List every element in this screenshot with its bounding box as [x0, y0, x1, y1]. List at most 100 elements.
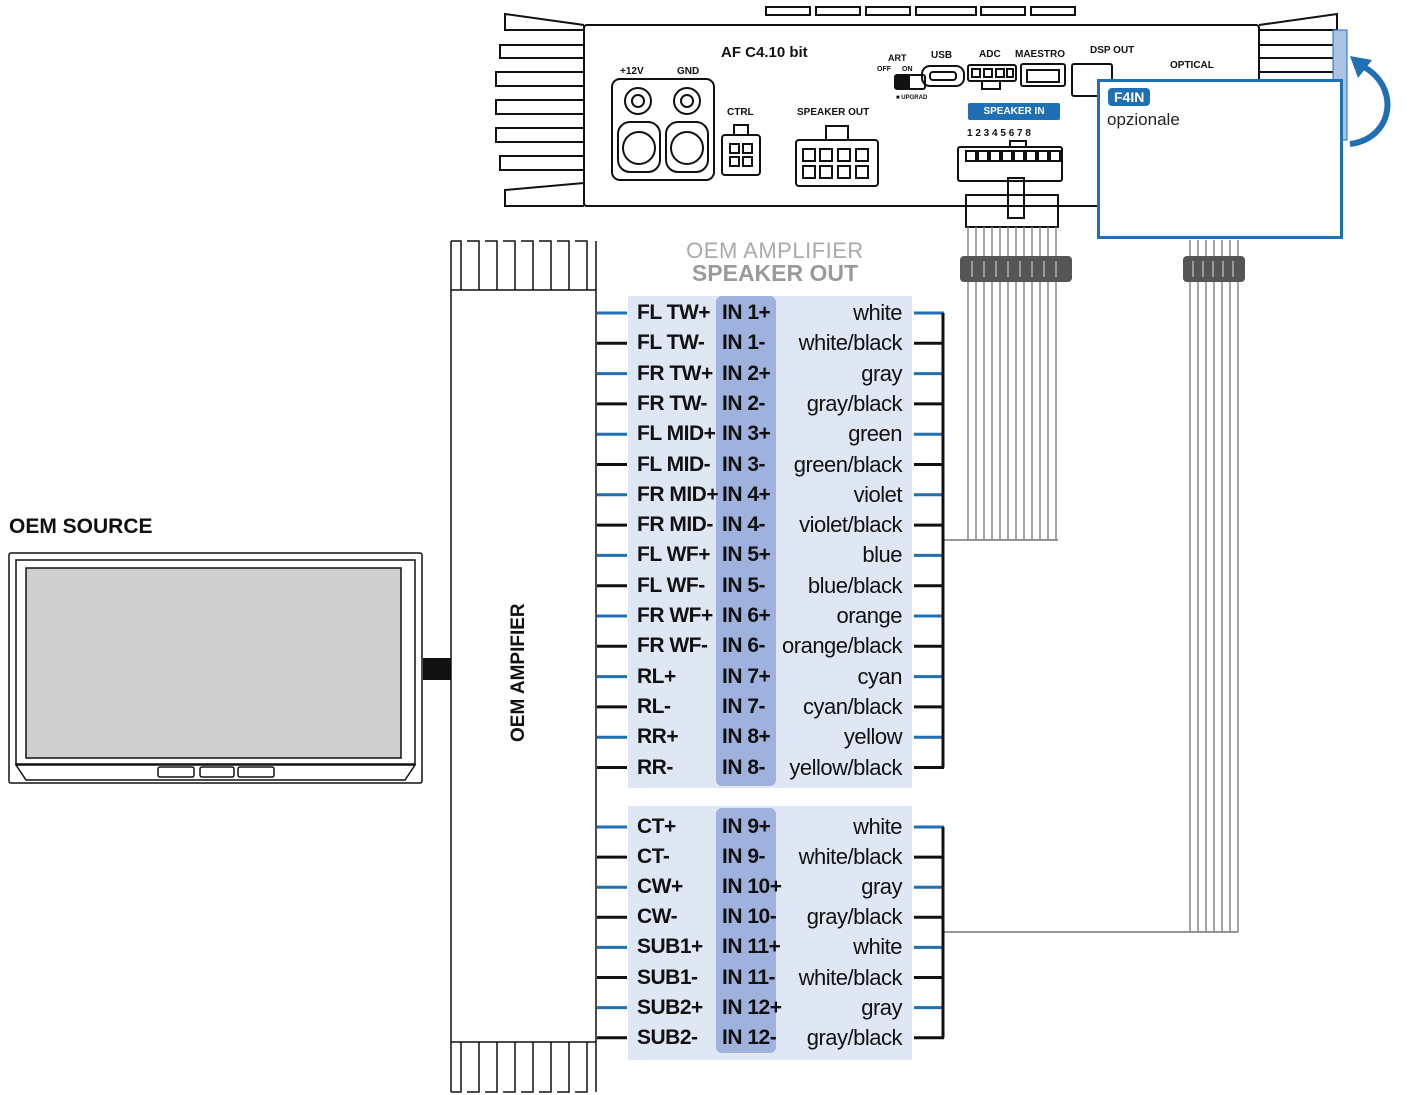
input-label: IN 2- [722, 391, 766, 415]
label-off: OFF [877, 66, 892, 73]
signal-label: SUB2- [637, 1025, 698, 1049]
label-art: ART [888, 53, 907, 63]
signal-label: FL MID+ [637, 422, 716, 446]
input-label: IN 3+ [722, 422, 771, 446]
wiring-row: FR MID+IN 4+violet [0, 480, 1409, 510]
wire-color-label: green [848, 421, 902, 447]
wire-color-label: white [853, 814, 902, 839]
f4in-badge: F4IN [1108, 88, 1151, 106]
signal-label: RR- [637, 755, 673, 779]
signal-label: FL WF+ [637, 543, 711, 567]
wire-color-label: white/black [798, 964, 903, 990]
oem-amp-out-title-1: OEM AMPLIFIER [686, 238, 864, 263]
label-adc: ADC [979, 49, 1001, 60]
input-label: IN 10- [722, 905, 777, 929]
signal-label: RR+ [637, 725, 679, 749]
wire-color-label: blue [862, 542, 902, 568]
input-label: IN 12+ [722, 995, 782, 1019]
input-label: IN 12- [722, 1025, 777, 1049]
input-label: IN 1- [722, 331, 766, 355]
signal-label: SUB1+ [637, 935, 703, 959]
input-label: IN 9- [722, 845, 766, 869]
wiring-row: FR MID-IN 4-violet/black [0, 510, 1409, 540]
input-label: IN 5+ [722, 543, 771, 567]
input-label: IN 1+ [722, 301, 771, 324]
wiring-row: FL TW+ IN 1+ white [0, 298, 1409, 328]
label-ctrl: CTRL [727, 107, 754, 118]
label-on: ON [902, 66, 913, 73]
signal-label: CW+ [637, 875, 683, 899]
signal-label: CW- [637, 905, 678, 929]
signal-label: FL TW- [637, 331, 705, 355]
wire-color-label: green/black [793, 451, 903, 477]
input-label: IN 4- [722, 513, 766, 537]
wiring-row: FL TW- IN 1- white/black [0, 328, 1409, 358]
wiring-row: SUB2- IN 12- gray/black [0, 1023, 1409, 1053]
harness-speaker-in [967, 227, 1057, 540]
wiring-row: FL MID+IN 3+ green [0, 419, 1409, 449]
input-label: IN 10+ [722, 875, 782, 899]
signal-label: FL WF- [637, 573, 705, 597]
wire-color-label: gray [861, 360, 902, 386]
wiring-row: SUB1+IN 11+white [0, 932, 1409, 962]
label-12v: +12V [620, 66, 644, 77]
wire-color-label: gray [861, 874, 902, 900]
signal-label: FR TW- [637, 391, 708, 415]
wire-color-label: cyan/black [803, 693, 902, 719]
wiring-row: CT-IN 9-white/black [0, 842, 1409, 872]
input-label: IN 9+ [722, 815, 771, 838]
input-label: IN 6+ [722, 604, 771, 627]
wire-color-label: white [853, 300, 902, 325]
wiring-row: SUB2+IN 12+gray [0, 993, 1409, 1023]
wire-color-label: gray/black [806, 390, 903, 416]
label-upgrad: ■ UPGRAD [896, 95, 928, 101]
wiring-row: FL WF- IN 5- blue/black [0, 571, 1409, 601]
oem-amplifier-outline [450, 240, 597, 1093]
label-gnd: GND [677, 66, 699, 77]
wire-color-label: blue/black [807, 572, 903, 598]
in-column-2 [716, 808, 776, 1053]
label-pins-1-8: 1 2 3 4 5 6 7 8 [967, 128, 1031, 139]
in-column-1 [716, 296, 776, 786]
wiring-row: CW- IN 10- gray/black [0, 902, 1409, 932]
harness-f4in [1189, 240, 1239, 932]
signal-label: FL MID- [637, 452, 711, 476]
wire-color-label: cyan [857, 663, 903, 689]
signal-label: RL- [637, 694, 671, 718]
wire-color-label: violet/black [799, 512, 902, 538]
signal-label: FL TW+ [637, 301, 711, 324]
amp-model-label: AF C4.10 bit [721, 44, 808, 61]
f4in-subtitle: opzionale [1107, 110, 1180, 129]
source-cable-plug [423, 658, 451, 680]
signal-label: FR WF- [637, 634, 708, 658]
label-maestro: MAESTRO [1015, 49, 1065, 60]
input-label: IN 6- [722, 634, 766, 658]
wiring-row: FR WF- IN 6- orange/black [0, 631, 1409, 661]
wire-color-label: white/black [798, 330, 903, 356]
wire-color-label: white/black [798, 844, 903, 870]
wiring-row: RL+IN 7+cyan [0, 662, 1409, 692]
input-label: IN 8+ [722, 725, 771, 749]
wiring-row: CW+ IN 10+ gray [0, 872, 1409, 902]
stub-wires [597, 311, 627, 1040]
wire-color-label: gray [861, 994, 902, 1020]
wiring-row: RL- IN 7- cyan/black [0, 692, 1409, 722]
wiring-row: FL WF+ IN 5+ blue [0, 540, 1409, 570]
label-usb: USB [931, 50, 952, 61]
signal-label: CT+ [637, 815, 676, 838]
wire-color-label: gray/black [806, 904, 903, 930]
signal-label: FR WF+ [637, 604, 713, 627]
label-optical: OPTICAL [1170, 60, 1214, 71]
signal-label: RL+ [637, 664, 676, 688]
wire-color-label: white [853, 934, 902, 960]
signal-label: FR MID+ [637, 482, 719, 506]
wiring-row: SUB1-IN 11-white/black [0, 963, 1409, 993]
oem-amp-out-title-2: SPEAKER OUT [691, 260, 859, 286]
signal-label: SUB1- [637, 965, 698, 989]
wire-color-label: gray/black [806, 1024, 903, 1050]
input-label: IN 5- [722, 573, 766, 597]
input-label: IN 7- [722, 694, 766, 718]
wiring-row: FR TW+IN 2+gray [0, 359, 1409, 389]
install-arrow-icon [1349, 63, 1391, 147]
wire-color-label: orange/black [782, 633, 902, 659]
